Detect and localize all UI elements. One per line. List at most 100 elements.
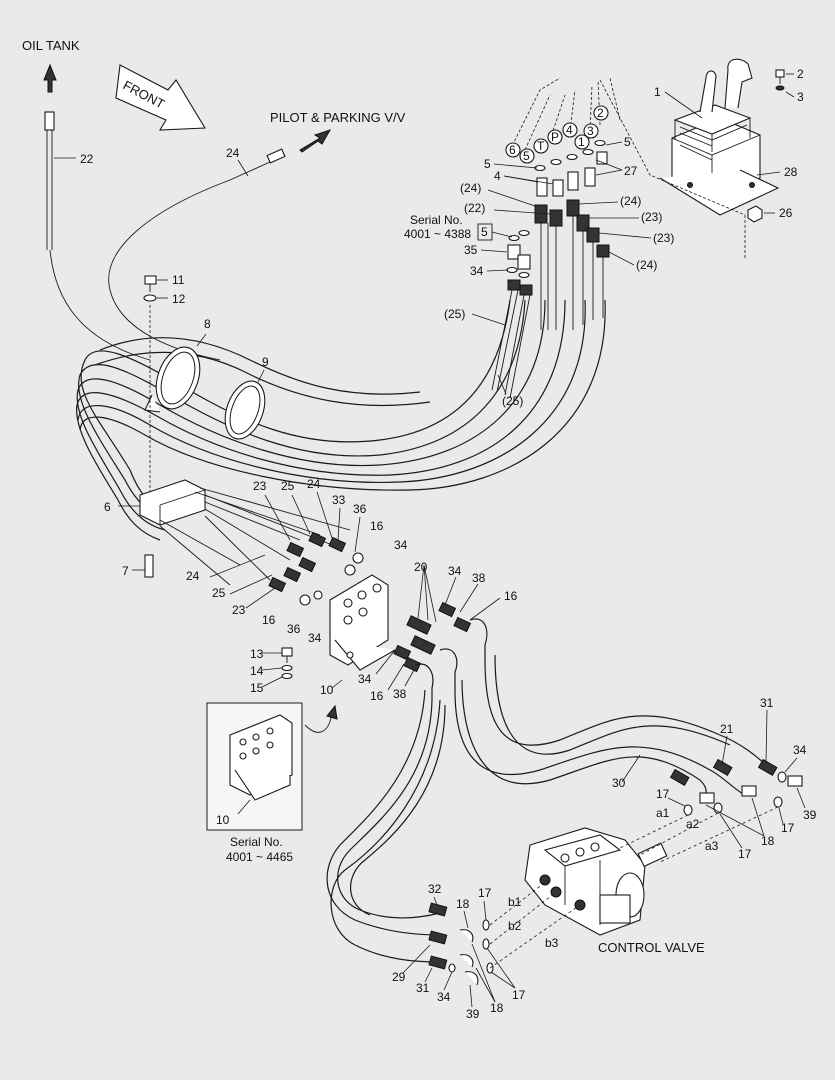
label-a2: a2 (686, 817, 700, 831)
label-34-d: 34 (358, 672, 372, 686)
front-arrow: FRONT (115, 64, 206, 131)
label-a1: a1 (656, 806, 670, 820)
label-q24-c: (24) (636, 258, 657, 272)
label-2: 2 (797, 67, 804, 81)
valve-labels: 21 31 34 39 30 17 a1 a2 a3 17 18 17 32 1… (392, 696, 817, 1021)
label-24-b: 24 (307, 477, 321, 491)
label-21: 21 (720, 722, 734, 736)
oil-tank-label: OIL TANK (22, 38, 80, 53)
label-23-b: 23 (232, 603, 246, 617)
label-18-a: 18 (761, 834, 775, 848)
label-24-c: 24 (186, 569, 200, 583)
label-22: 22 (80, 152, 94, 166)
label-29: 29 (392, 970, 406, 984)
pilot-arrow-icon (299, 129, 332, 153)
label-38-b: 38 (393, 687, 407, 701)
pilot-control-valve: 1 2 3 28 26 (599, 58, 804, 260)
label-17-c: 17 (738, 847, 752, 861)
port-3: 3 (587, 124, 594, 138)
label-13: 13 (250, 647, 264, 661)
block-6: 6 (104, 479, 206, 526)
label-7: 7 (122, 564, 129, 578)
label-34-e: 34 (793, 743, 807, 757)
fittings-20-38: 20 34 38 16 34 16 38 (358, 560, 518, 703)
port-4: 4 (566, 123, 573, 137)
label-q22: (22) (464, 201, 485, 215)
label-39-a: 39 (803, 808, 817, 822)
hose-bundle (76, 299, 606, 541)
front-arrow-icon (115, 64, 206, 131)
label-32: 32 (428, 882, 442, 896)
label-17-d: 17 (478, 886, 492, 900)
bracket-fittings (268, 531, 364, 606)
label-18-b: 18 (456, 897, 470, 911)
pilot-parking-label: PILOT & PARKING V/V (270, 110, 406, 125)
bracket-hoses (159, 487, 351, 586)
label-20: 20 (414, 560, 428, 574)
label-6: 6 (104, 500, 111, 514)
label-16-a: 16 (370, 519, 384, 533)
label-5-c: 5 (481, 225, 488, 239)
label-15: 15 (250, 681, 264, 695)
hose-22-route (49, 249, 151, 361)
label-q25-b: (25) (502, 394, 523, 408)
label-30: 30 (612, 776, 626, 790)
control-valve-label: CONTROL VALVE (598, 940, 705, 955)
oil-tank-callout: OIL TANK 22 (22, 38, 151, 361)
label-34-g: 34 (470, 264, 484, 278)
bracket-10: 10 (320, 574, 396, 697)
label-9: 9 (262, 355, 269, 369)
label-4: 4 (494, 169, 501, 183)
oil-tank-arrow-icon (43, 63, 57, 93)
port-5: 5 (523, 149, 530, 163)
label-11: 11 (172, 273, 185, 287)
label-38-a: 38 (472, 571, 486, 585)
label-34-c: 34 (448, 564, 462, 578)
label-24-top: 24 (226, 146, 240, 160)
bracket-inset: 10 Serial No. 4001 ~ 4465 (206, 702, 338, 864)
label-12: 12 (172, 292, 186, 306)
label-q25-a: (25) (444, 307, 465, 321)
label-33: 33 (332, 493, 346, 507)
label-17-a: 17 (656, 787, 670, 801)
port-6: 6 (509, 143, 516, 157)
hose-24-route (108, 179, 231, 361)
serial-2-line1: Serial No. (230, 835, 283, 849)
label-31-a: 31 (760, 696, 774, 710)
serial-1-line2: 4001 ~ 4388 (404, 227, 471, 241)
port-circles: 6 5 T P 4 1 3 2 (505, 105, 609, 164)
port-p: P (551, 130, 559, 144)
label-q23-a: (23) (641, 210, 662, 224)
valve-fittings (428, 758, 803, 986)
clamp-8: 8 (144, 317, 211, 413)
label-25-b: 25 (212, 586, 226, 600)
clamp-9: 9 (224, 355, 269, 440)
label-16-c: 16 (504, 589, 518, 603)
label-31-b: 31 (416, 981, 430, 995)
pilot-fittings (491, 139, 610, 399)
label-26: 26 (779, 206, 793, 220)
port-t: T (537, 139, 545, 153)
control-valve: CONTROL VALVE (489, 806, 779, 969)
label-10-a: 10 (320, 683, 334, 697)
label-5-b: 5 (484, 157, 491, 171)
label-14: 14 (250, 664, 264, 678)
label-q24-b: (24) (620, 194, 641, 208)
label-34-f: 34 (437, 990, 451, 1004)
label-16-b: 16 (262, 613, 276, 627)
inset-arrow-icon (326, 704, 338, 720)
label-36-a: 36 (353, 502, 367, 516)
pilot-parking-callout: PILOT & PARKING V/V 24 (108, 110, 406, 361)
pilot-valve-ports: 6 5 T P 4 1 3 2 (505, 77, 621, 164)
bracket-labels: 23 25 24 33 36 16 34 24 25 23 16 36 34 (186, 477, 408, 645)
label-39-b: 39 (466, 1007, 480, 1021)
label-28: 28 (784, 165, 798, 179)
port-2: 2 (597, 106, 604, 120)
label-b1: b1 (508, 895, 522, 909)
label-5-a: 5 (624, 135, 631, 149)
label-25-a: 25 (281, 479, 295, 493)
label-10-b: 10 (216, 813, 230, 827)
label-a3: a3 (705, 839, 719, 853)
pin-7: 7 (122, 554, 154, 578)
